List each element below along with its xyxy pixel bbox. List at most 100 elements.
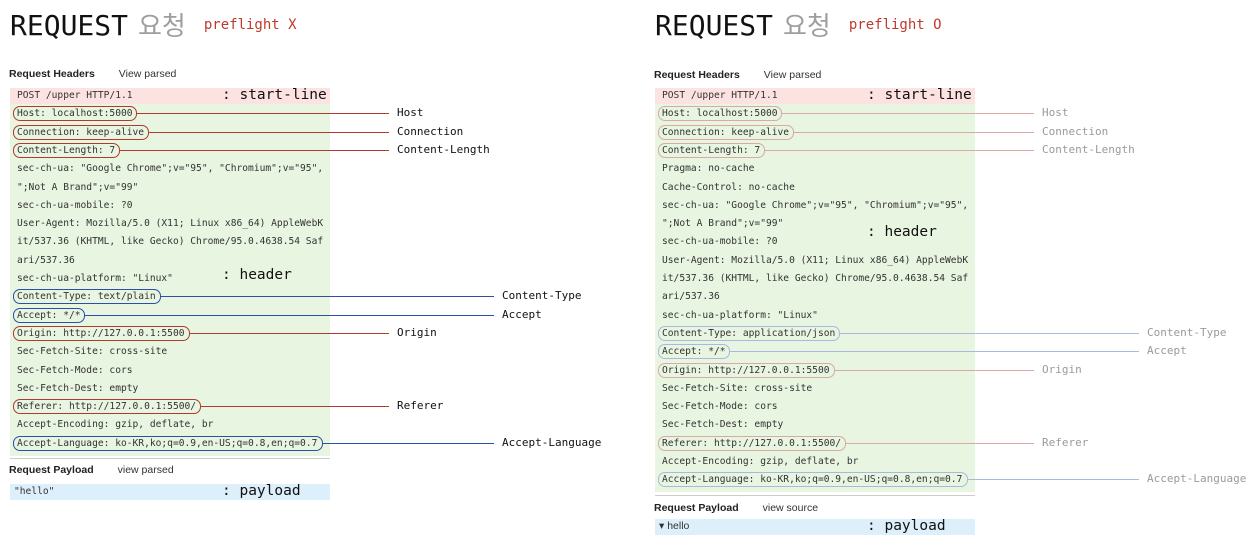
payload-band xyxy=(10,484,330,500)
header-line: sec-ch-ua-platform: "Linux" xyxy=(17,273,173,284)
header-line: Sec-Fetch-Mode: cors xyxy=(17,364,133,376)
payload-band xyxy=(655,519,975,535)
header-highlight xyxy=(13,106,137,122)
callout-label: Connection xyxy=(397,124,464,138)
callout-connector xyxy=(794,131,1034,133)
callout-label: Host xyxy=(397,106,424,120)
header-band xyxy=(10,104,330,456)
preflight-flag: preflight X xyxy=(203,17,297,33)
callout-label: Accept-Language xyxy=(502,435,602,449)
header-line: sec-ch-ua-mobile: ?0 xyxy=(662,236,778,248)
header-line: Origin: http://127.0.0.1:5500 xyxy=(17,327,185,339)
callout-label: Host xyxy=(1042,106,1069,120)
title-korean: 요청 xyxy=(783,12,831,42)
view-source-link[interactable]: view source xyxy=(762,502,819,514)
header-highlight xyxy=(13,307,85,323)
header-line: sec-ch-ua: "Google Chrome";v="95", "Chro… xyxy=(662,199,969,211)
callout-label: Origin xyxy=(1042,362,1082,376)
header-line: ari/537.36 xyxy=(17,254,75,266)
header-highlight xyxy=(658,362,835,378)
section-divider xyxy=(655,495,975,496)
view-parsed-link[interactable]: View parsed xyxy=(118,68,177,80)
callout-connector xyxy=(323,442,494,444)
header-line: User-Agent: Mozilla/5.0 (X11; Linux x86_… xyxy=(662,254,969,266)
header-highlight xyxy=(13,435,323,451)
callout-label: Referer xyxy=(397,399,444,413)
header-highlight xyxy=(13,142,120,158)
callout-label: Connection xyxy=(1042,124,1109,138)
callout-connector xyxy=(846,442,1034,444)
header-highlight xyxy=(658,124,794,140)
request-headers-section: Request Headers View parsed xyxy=(654,69,821,81)
header-line: it/537.36 (KHTML, like Gecko) Chrome/95.… xyxy=(662,273,969,284)
view-parsed-link[interactable]: view parsed xyxy=(117,464,174,476)
callout-label: Content-Type xyxy=(502,289,582,303)
title-request: REQUEST xyxy=(10,9,129,42)
header-line: Accept: */* xyxy=(662,346,726,358)
callout-connector xyxy=(730,351,1139,353)
header-line: Host: localhost:5000 xyxy=(17,108,133,120)
header-line: sec-ch-ua-platform: "Linux" xyxy=(662,309,818,321)
header-highlight xyxy=(13,289,161,305)
callout-connector xyxy=(835,369,1034,371)
header-highlight xyxy=(13,124,149,140)
section-divider xyxy=(10,458,330,459)
callout-label: Accept xyxy=(502,307,542,321)
header-line: ";Not A Brand";v="99" xyxy=(662,218,784,230)
header-highlight xyxy=(658,472,968,488)
start-line-label: : start-line xyxy=(222,87,327,103)
start-line-band xyxy=(10,88,330,104)
callout-connector xyxy=(968,479,1139,481)
header-line: Accept: */* xyxy=(17,309,81,321)
header-line: Content-Type: application/json xyxy=(662,327,836,339)
callout-connector xyxy=(840,332,1139,334)
header-line: Accept-Encoding: gzip, deflate, br xyxy=(662,456,859,467)
callout-connector xyxy=(782,113,1034,115)
header-line: Accept-Language: ko-KR,ko;q=0.9,en-US;q=… xyxy=(17,437,318,449)
header-line: Content-Type: text/plain xyxy=(17,291,156,303)
header-line: Content-Length: 7 xyxy=(662,144,761,156)
payload-label: : payload xyxy=(222,483,301,499)
header-line: Referer: http://127.0.0.1:5500/ xyxy=(17,401,197,413)
callout-label: Content-Length xyxy=(1042,142,1135,156)
header-line: Pragma: no-cache xyxy=(662,163,755,175)
title-request: REQUEST xyxy=(655,9,774,42)
header-line: Referer: http://127.0.0.1:5500/ xyxy=(662,437,842,449)
view-parsed-link[interactable]: View parsed xyxy=(763,69,822,81)
callout-label: Referer xyxy=(1042,435,1089,449)
callout-connector xyxy=(201,406,389,408)
title-korean: 요청 xyxy=(138,12,186,42)
header-line: Accept-Encoding: gzip, deflate, br xyxy=(17,419,214,431)
callout-connector xyxy=(765,149,1034,151)
header-line: Content-Length: 7 xyxy=(17,144,116,156)
header-line: Origin: http://127.0.0.1:5500 xyxy=(662,364,830,376)
header-line: it/537.36 (KHTML, like Gecko) Chrome/95.… xyxy=(17,236,324,248)
header-label: : header xyxy=(867,224,937,240)
header-line: Cache-Control: no-cache xyxy=(662,181,795,193)
callout-connector xyxy=(161,296,494,298)
callout-label: Accept-Language xyxy=(1147,472,1247,486)
header-line: sec-ch-ua: "Google Chrome";v="95", "Chro… xyxy=(17,163,324,175)
panel-title: REQUEST 요청 preflight X xyxy=(10,6,297,46)
callout-connector xyxy=(120,149,389,151)
start-line: POST /upper HTTP/1.1 xyxy=(17,90,133,101)
payload-value: ▾ hello xyxy=(659,520,690,532)
callout-connector xyxy=(85,314,494,316)
header-line: Host: localhost:5000 xyxy=(662,108,778,120)
header-band xyxy=(655,104,975,492)
header-highlight xyxy=(658,435,846,451)
header-line: Sec-Fetch-Mode: cors xyxy=(662,401,778,413)
request-headers-heading: Request Headers xyxy=(654,69,740,81)
header-line: ari/537.36 xyxy=(662,291,720,303)
payload-value: "hello" xyxy=(14,486,55,497)
header-label: : header xyxy=(222,267,292,283)
header-line: Sec-Fetch-Dest: empty xyxy=(662,419,784,431)
header-line: Connection: keep-alive xyxy=(17,126,145,138)
callout-label: Accept xyxy=(1147,344,1187,358)
